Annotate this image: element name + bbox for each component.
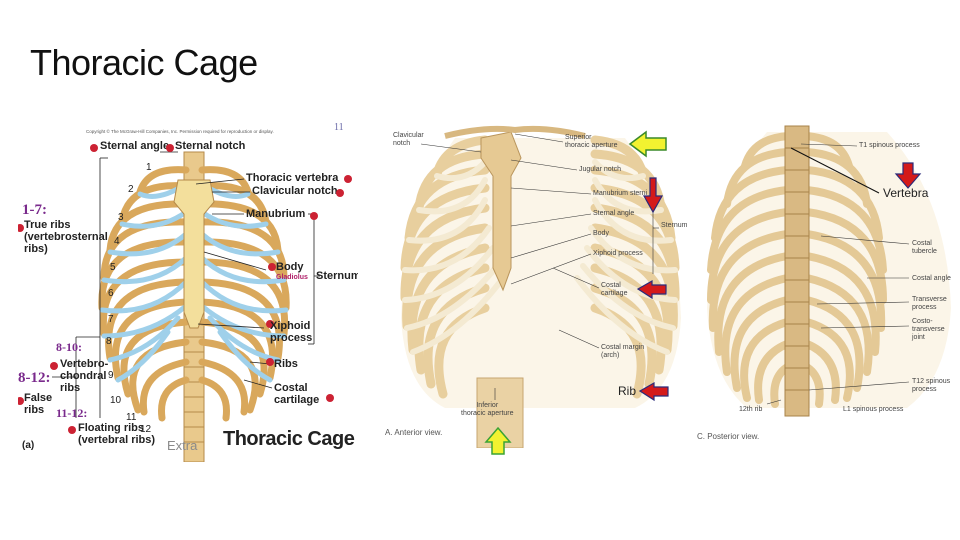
- panel-letter-a: (a): [22, 440, 35, 451]
- true-ribs-number: 1-7:: [22, 202, 47, 218]
- label-false-ribs-2: ribs: [24, 404, 45, 416]
- slide-title: Thoracic Cage: [30, 42, 258, 83]
- rib-number: 3: [118, 212, 124, 223]
- label-xiphoid: Xiphoid: [270, 320, 311, 332]
- label-sternal-angle: Sternal angle: [100, 140, 170, 152]
- rib-cage-drawing-posterior: [707, 125, 951, 417]
- label-anterior-view: A. Anterior view.: [385, 428, 443, 437]
- label-jugular-notch: Jugular notch: [579, 166, 622, 173]
- overlay-label-extra: Extra: [167, 438, 198, 453]
- marker-dot: [18, 224, 24, 232]
- label-gladiolus: Gladiolus: [276, 274, 308, 281]
- floating-ribs-number: 11-12:: [56, 406, 88, 420]
- label-12th-rib: 12th rib: [739, 406, 763, 413]
- rib-number: 12: [140, 424, 152, 435]
- label-costal: Costal: [274, 382, 308, 394]
- label-l1-spinous: L1 spinous process: [843, 406, 904, 413]
- label-vertebrochondral-3: ribs: [60, 382, 81, 394]
- figure-a-caption: Thoracic Cage: [223, 428, 355, 450]
- marker-dot: [90, 144, 98, 152]
- label-false-ribs: False: [24, 392, 53, 404]
- copyright-notice: Copyright © The McGraw-Hill Companies, I…: [86, 129, 274, 134]
- overlay-label-rib: Rib: [618, 384, 637, 398]
- marker-dot: [344, 175, 352, 183]
- marker-dot: [68, 426, 76, 434]
- label-clavicular-notch: Clavicular notch: [252, 185, 338, 197]
- marker-dot: [18, 397, 24, 405]
- label-manubrium-sterni: Manubrium sterni: [593, 190, 648, 197]
- label-body: Body: [276, 261, 304, 273]
- rib-number: 8: [106, 336, 112, 347]
- label-ribs: Ribs: [274, 358, 298, 370]
- marker-dot: [166, 144, 174, 152]
- rib-number: 7: [108, 314, 114, 325]
- rib-number: 1: [146, 162, 152, 173]
- marker-dot: [268, 263, 276, 271]
- page-number: 11: [334, 122, 344, 133]
- label-thoracic-vertebra: Thoracic vertebra: [246, 172, 339, 184]
- label-sternum: Sternum: [316, 270, 358, 282]
- label-costal-margin: Costal margin(arch): [601, 344, 645, 359]
- marker-dot: [50, 362, 58, 370]
- label-manubrium: Manubrium: [246, 208, 306, 220]
- marker-dot: [310, 212, 318, 220]
- rib-cage-drawing-a: [52, 151, 320, 462]
- label-true-ribs-sub: (vertebrosternal: [24, 231, 108, 243]
- marker-dot: [266, 358, 274, 366]
- label-vertebrochondral: Vertebro-: [60, 358, 109, 370]
- label-sternum-b: Sternum: [661, 222, 688, 229]
- rib-number: 2: [128, 184, 134, 195]
- label-floating-ribs-2: (vertebral ribs): [78, 434, 156, 446]
- label-true-ribs: True ribs: [24, 219, 71, 231]
- label-cartilage: cartilage: [274, 394, 320, 406]
- label-floating-ribs: Floating ribs: [78, 422, 144, 434]
- label-process: process: [270, 332, 313, 344]
- rib-number: 6: [108, 288, 114, 299]
- marker-dot: [326, 394, 334, 402]
- rib-number: 11: [126, 412, 137, 423]
- label-vertebrochondral-2: chondral: [60, 370, 107, 382]
- false-ribs-number: 8-12:: [18, 370, 51, 386]
- rib-number: 9: [108, 370, 114, 381]
- label-t1-spinous: T1 spinous process: [859, 142, 920, 149]
- marker-dot: [336, 189, 344, 197]
- rib-number: 5: [110, 262, 116, 273]
- figure-a-thoracic-cage-labeled: Copyright © The McGraw-Hill Companies, I…: [18, 122, 358, 462]
- rib-number: 10: [110, 395, 122, 406]
- rib-number: 4: [114, 236, 120, 247]
- overlay-label-vertebra: Vertebra: [883, 186, 929, 200]
- marker-dot: [266, 320, 274, 328]
- vertebrochondral-number: 8-10:: [56, 340, 82, 354]
- label-body-b: Body: [593, 230, 609, 237]
- label-sternal-angle-b: Sternal angle: [593, 210, 635, 217]
- label-true-ribs-end: ribs): [24, 243, 48, 255]
- rib-cage-drawing-anterior: [400, 125, 681, 448]
- label-costal-angle: Costal angle: [912, 275, 951, 282]
- label-sternal-notch: Sternal notch: [175, 140, 246, 152]
- label-posterior-view: C. Posterior view.: [697, 432, 760, 441]
- label-xiphoid-process-b: Xiphoid process: [593, 250, 643, 257]
